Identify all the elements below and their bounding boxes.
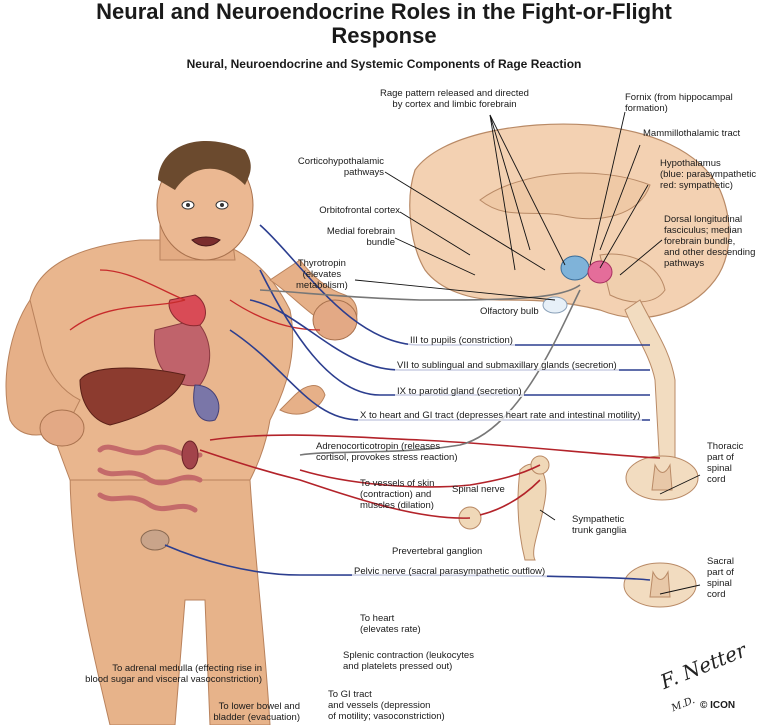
label-prevertebral-ganglion: Prevertebral ganglion: [392, 546, 483, 557]
label-spinal-nerve: Spinal nerve: [452, 484, 505, 495]
label-olfactory-bulb: Olfactory bulb: [480, 306, 539, 317]
title-line-1: Neural and Neuroendocrine Roles in the F…: [96, 0, 672, 24]
label-x-heart-gi: X to heart and GI tract (depresses heart…: [358, 410, 643, 421]
subtitle: Neural, Neuroendocrine and Systemic Comp…: [186, 57, 582, 71]
label-ix-parotid: IX to parotid gland (secretion): [395, 386, 524, 397]
label-mammillothalamic-tract: Mammillothalamic tract: [643, 128, 741, 139]
neuroendocrine-pathways: [259, 284, 581, 456]
label-orbitofrontal-cortex: Orbitofrontal cortex: [319, 205, 400, 216]
sympathetic-pathways: [199, 434, 661, 519]
label-iii-pupils: III to pupils (constriction): [408, 335, 515, 346]
label-pelvic-nerve: Pelvic nerve (sacral parasympathetic out…: [352, 566, 548, 577]
human-figure: [5, 141, 358, 725]
leader-lines: [354, 111, 701, 595]
brain: [409, 123, 730, 608]
publisher-logo: © ICON: [700, 700, 736, 711]
label-to-heart: To heart(elevates rate): [360, 613, 421, 635]
title-line-2: Response: [331, 23, 437, 48]
label-vii-glands: VII to sublingual and submaxillary gland…: [395, 360, 619, 371]
